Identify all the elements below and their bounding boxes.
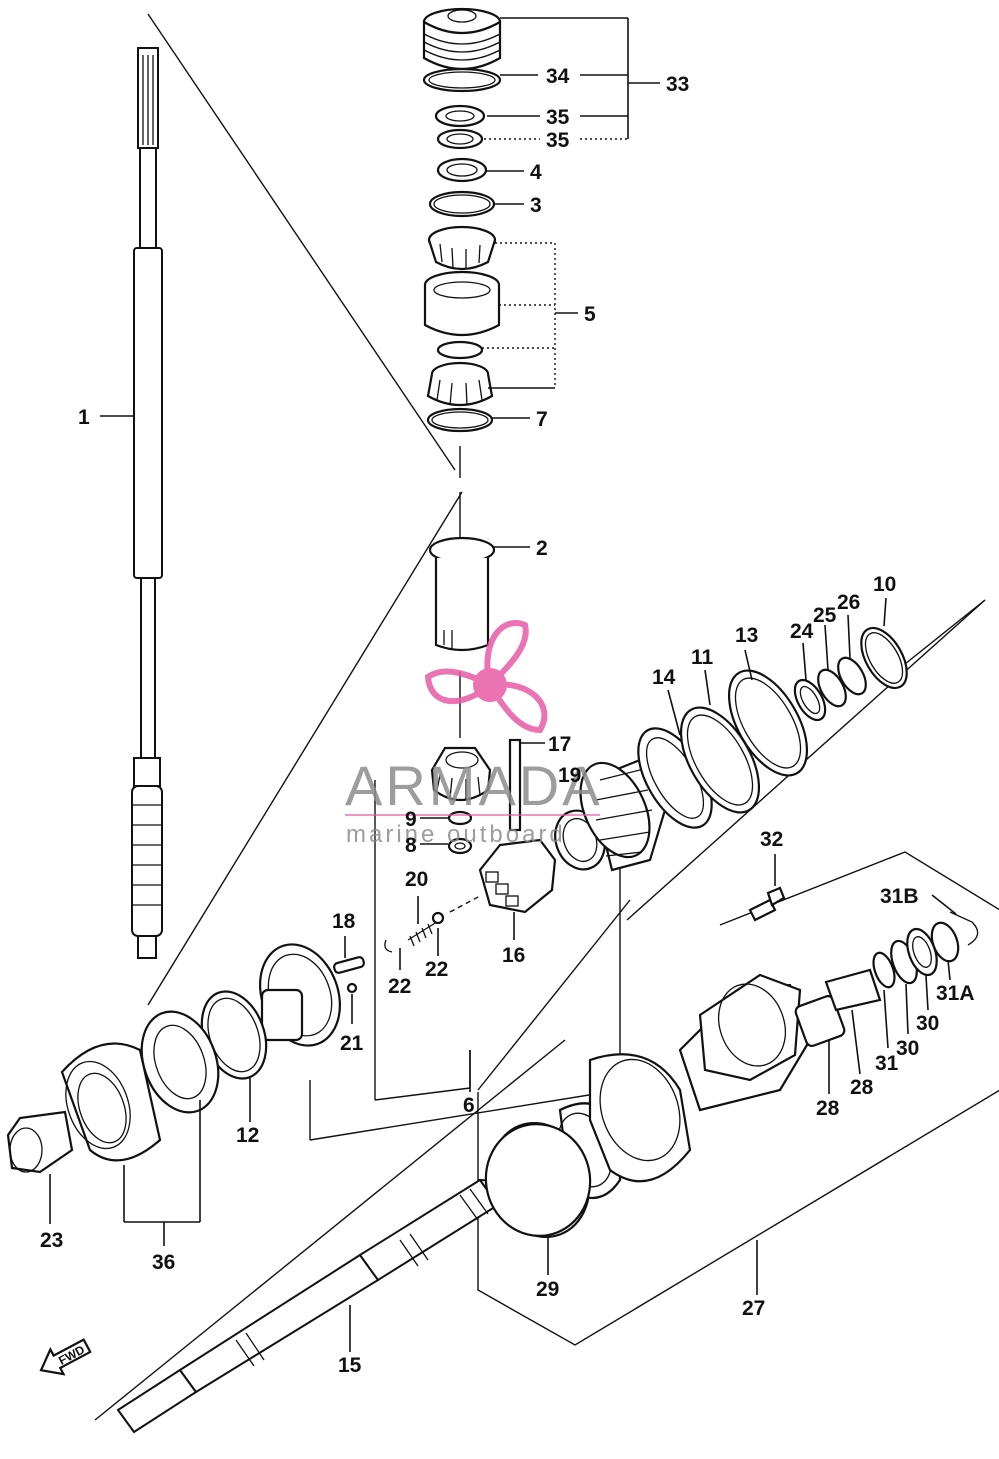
watermark-title: ARMADA <box>345 754 603 817</box>
drive-shaft <box>100 47 163 959</box>
callout-10: 10 <box>873 573 896 596</box>
callout-34: 34 <box>546 65 570 88</box>
callout-31a: 31A <box>936 982 975 1005</box>
sleeve-part <box>428 492 530 738</box>
callout-18: 18 <box>332 910 356 933</box>
reverse-gear-group <box>6 943 341 1246</box>
callout-28b: 28 <box>850 1076 874 1099</box>
callout-35a: 35 <box>546 106 570 129</box>
propeller-icon <box>424 620 548 734</box>
callout-20: 20 <box>405 868 428 891</box>
callout-35b: 35 <box>546 129 570 152</box>
callout-29: 29 <box>536 1278 559 1301</box>
callout-31b: 31B <box>880 885 919 908</box>
callout-16: 16 <box>502 944 525 967</box>
callout-27: 27 <box>742 1297 765 1320</box>
callout-17: 17 <box>548 733 571 756</box>
callout-33: 33 <box>666 73 689 96</box>
callout-8: 8 <box>405 834 417 857</box>
callout-7: 7 <box>536 408 548 431</box>
callout-30b: 30 <box>916 1012 939 1035</box>
callout-24: 24 <box>790 620 814 643</box>
callout-12: 12 <box>236 1124 259 1147</box>
callout-21: 21 <box>340 1032 364 1055</box>
callout-13: 13 <box>735 624 758 647</box>
callout-6: 6 <box>463 1094 475 1117</box>
callout-25: 25 <box>813 604 837 627</box>
clutch-group <box>333 738 557 1024</box>
callout-4: 4 <box>530 161 542 184</box>
callout-labels: 1 2 3 4 5 6 7 8 9 10 11 12 13 14 15 16 1… <box>40 65 975 1377</box>
callout-36: 36 <box>152 1251 175 1274</box>
callout-26: 26 <box>837 591 860 614</box>
watermark: ARMADA marine outboard <box>345 620 603 848</box>
callout-22b: 22 <box>425 958 448 981</box>
construction-lines <box>94 13 999 1421</box>
callout-15: 15 <box>338 1354 362 1377</box>
bearing-housing-group <box>422 7 660 478</box>
callout-23: 23 <box>40 1229 63 1252</box>
callout-14: 14 <box>652 666 676 689</box>
callout-5: 5 <box>584 303 596 326</box>
callout-19: 19 <box>558 764 581 787</box>
callout-1: 1 <box>78 406 90 429</box>
callout-32: 32 <box>760 828 783 851</box>
forward-gear-group <box>554 649 809 872</box>
callout-11: 11 <box>691 646 714 669</box>
callout-3: 3 <box>530 194 542 217</box>
callout-2: 2 <box>536 537 548 560</box>
callout-28a: 28 <box>816 1097 840 1120</box>
callout-30a: 30 <box>896 1037 919 1060</box>
watermark-subtitle: marine outboard <box>346 821 566 848</box>
callout-31: 31 <box>875 1052 899 1075</box>
propeller-shaft-housing-group <box>469 854 979 1295</box>
propeller-shaft <box>116 1178 534 1434</box>
shim-rings-group <box>793 597 908 722</box>
callout-9: 9 <box>405 808 417 831</box>
forward-arrow-icon: FWD <box>39 1338 92 1376</box>
callout-22a: 22 <box>388 975 411 998</box>
pinion-gear-group <box>420 746 492 855</box>
